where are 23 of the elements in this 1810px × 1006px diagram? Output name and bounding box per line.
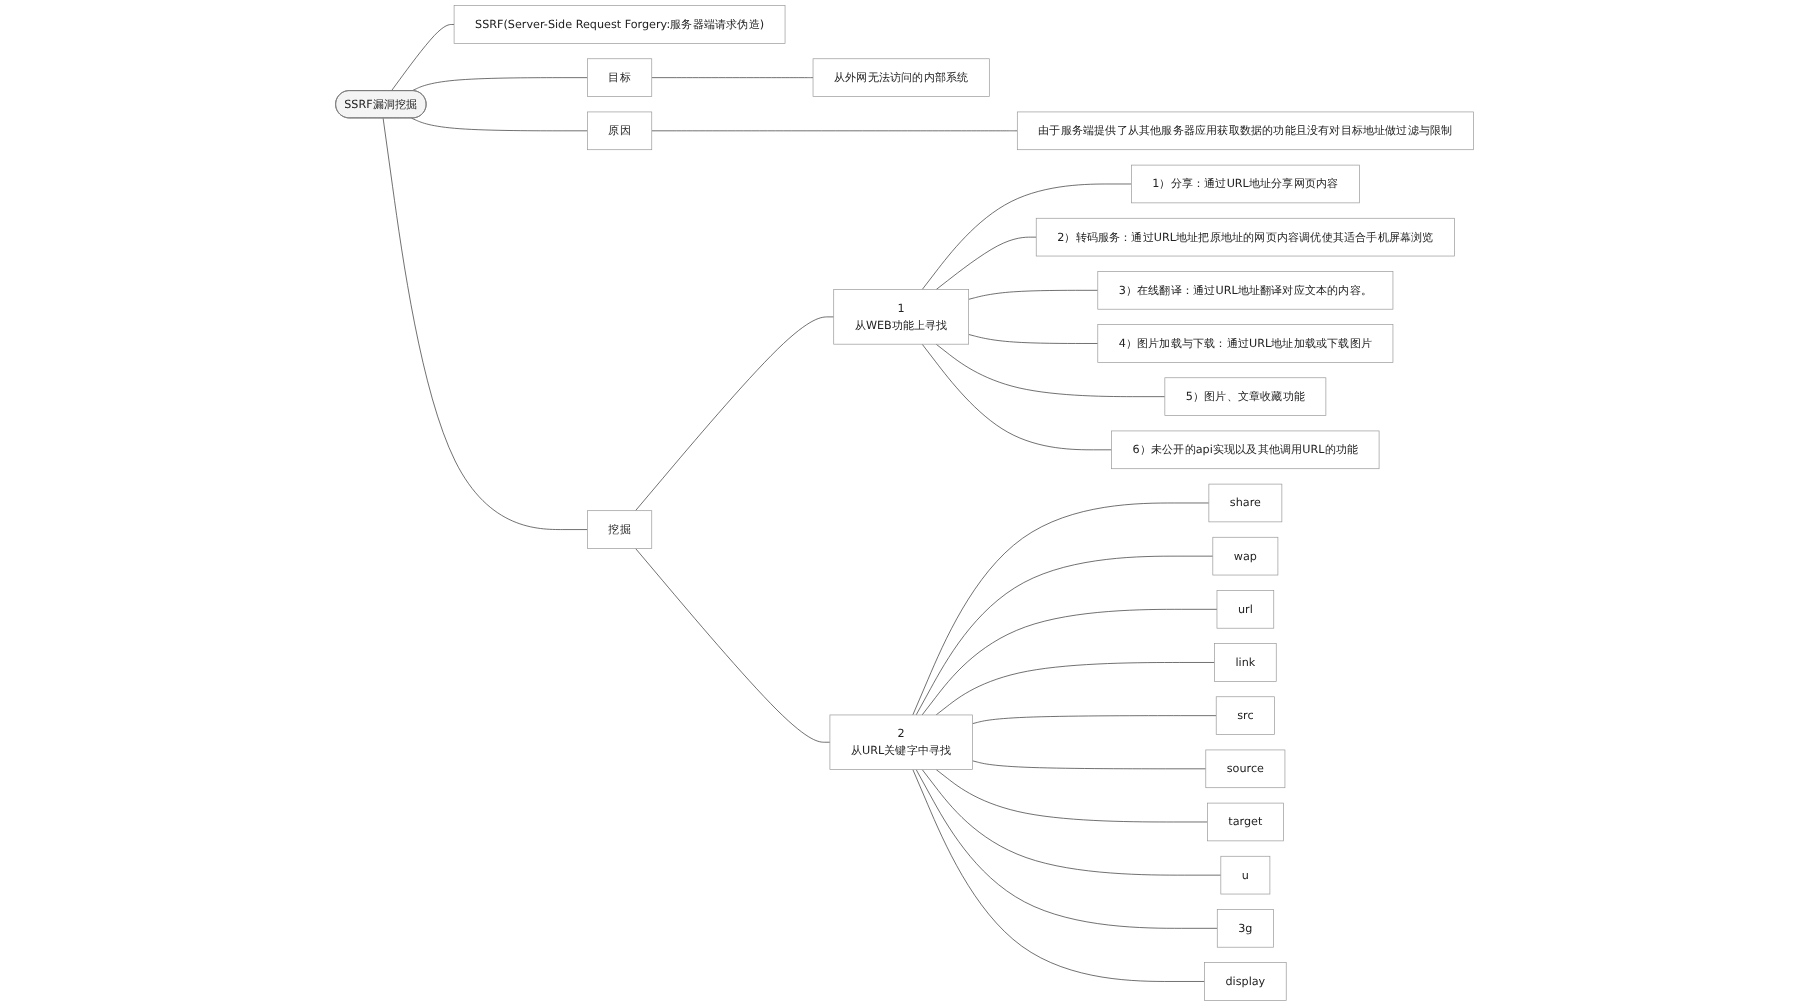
connector [968, 334, 1099, 344]
connector [972, 715, 1218, 725]
connector [972, 760, 1207, 770]
connector [936, 343, 1166, 397]
connector [936, 769, 1209, 823]
connector [922, 769, 1222, 876]
connector [411, 117, 589, 132]
connector [968, 289, 1099, 300]
connector [912, 769, 1206, 982]
connector [391, 24, 455, 92]
connector [383, 117, 589, 530]
connector [651, 77, 814, 78]
connector [635, 316, 835, 512]
connector [916, 769, 1219, 929]
connector [916, 555, 1214, 716]
connector [936, 236, 1038, 290]
connector [635, 548, 831, 743]
connector [922, 343, 1113, 451]
connector [411, 77, 589, 92]
connector [922, 183, 1133, 290]
connector [922, 608, 1218, 716]
connector [912, 502, 1210, 716]
connector [936, 662, 1216, 716]
